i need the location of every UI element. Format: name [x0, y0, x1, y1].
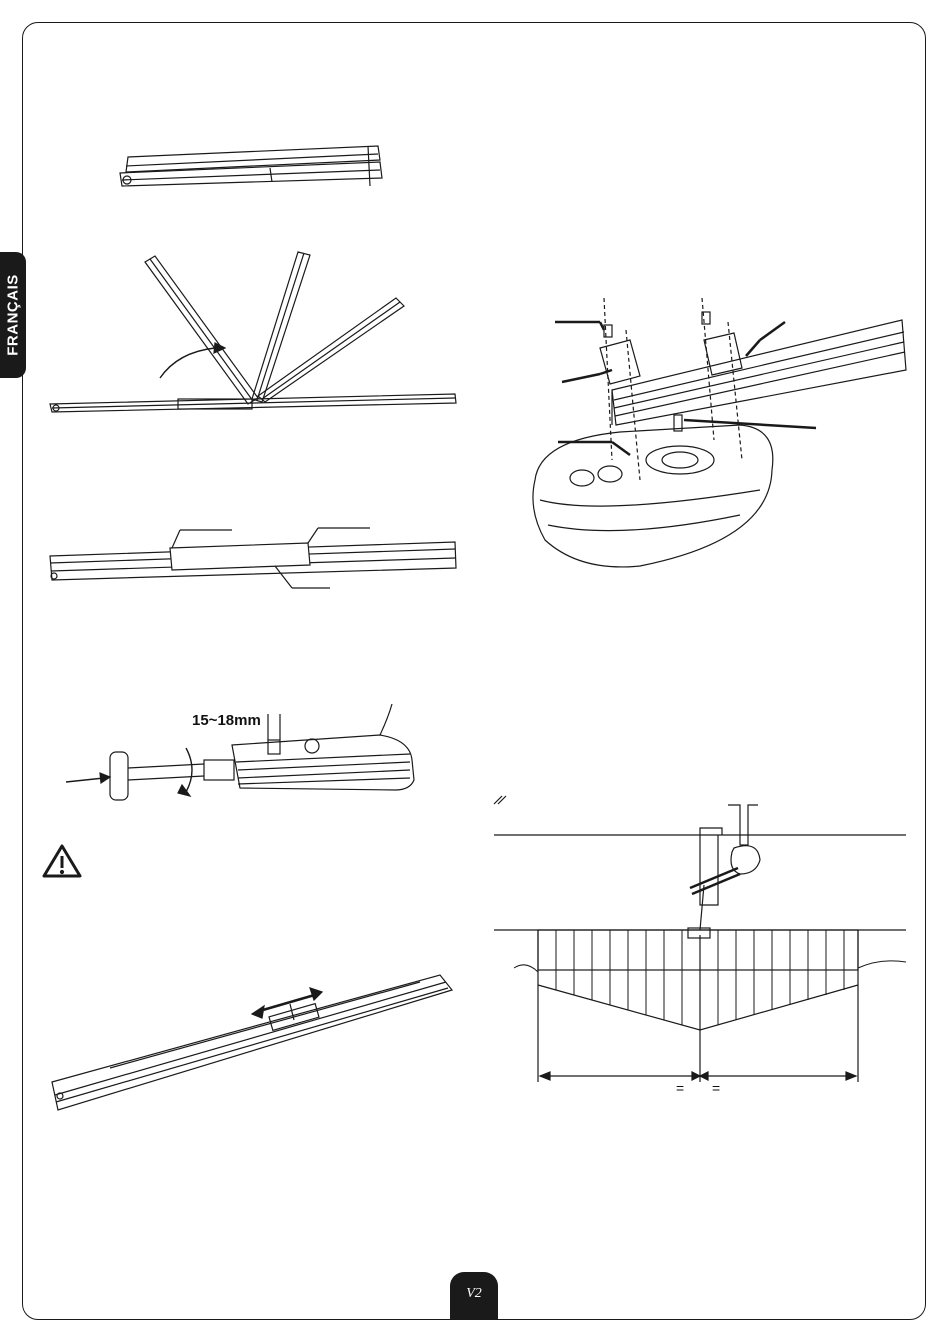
- equal-mark-right: =: [712, 1080, 720, 1096]
- folded-rail-figure: [120, 146, 382, 186]
- joined-rail-figure: [50, 528, 456, 588]
- rail-carriage-figure: [52, 975, 452, 1110]
- brand-logo-badge: V2: [450, 1272, 498, 1320]
- motor-assembly-figure: [533, 298, 906, 567]
- warning-icon: [44, 846, 80, 876]
- unfolding-rail-figure: [50, 252, 456, 412]
- spindle-dimension-label: 15~18mm: [192, 712, 261, 729]
- brand-logo: V2: [450, 1286, 498, 1302]
- equal-mark-left: =: [676, 1080, 684, 1096]
- centered-install-figure: [494, 796, 906, 1082]
